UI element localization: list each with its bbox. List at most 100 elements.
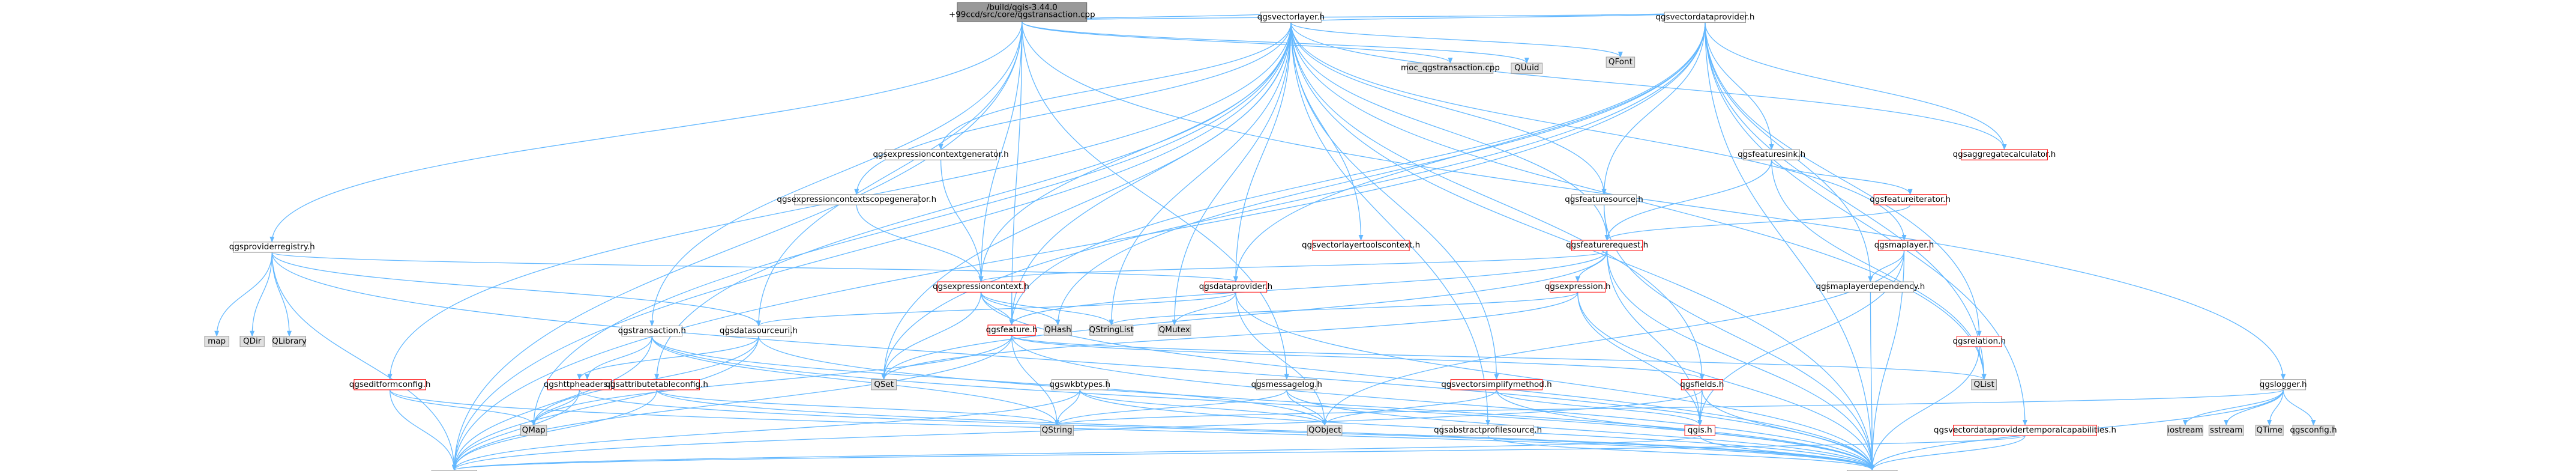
edge-qgsexpressioncontext-to-qset (881, 292, 982, 380)
node-label-qgsattributetableconfig: qgsattributetableconfig.h (605, 380, 708, 389)
node-box-qgsexpressioncontextgenerator (885, 149, 997, 160)
node-qgsfeature[interactable]: qgsfeature.h (986, 324, 1038, 336)
node-qgsmaplayer[interactable]: qgsmaplayer.h (1874, 240, 1934, 251)
node-box-map (204, 336, 229, 347)
dependency-nodes: /build/qgis-3.44.0+99ccd/src/core/qgstra… (204, 2, 2337, 471)
node-label-qgsfeaturesource: qgsfeaturesource.h (1565, 195, 1643, 204)
node-label-quuid: QUuid (1514, 63, 1539, 73)
node-box-qstring (1040, 425, 1074, 436)
edge-qgis-to-qgis_core (1699, 435, 1875, 471)
node-label-qfont: QFont (1608, 57, 1633, 67)
edge-qgsmaplayer-to-qgis (1697, 251, 1905, 426)
edge-qgsmessagelog-to-qstring (1055, 389, 1287, 426)
edge-qgstransaction-to-qstack (585, 336, 652, 380)
node-label-qgsmaplayer: qgsmaplayer.h (1874, 240, 1934, 250)
edge-qgslogger-to-qtime (2267, 389, 2284, 426)
node-label-qmap: QMap (522, 425, 546, 435)
node-qgsmessagelog[interactable]: qgsmessagelog.h (1251, 379, 1322, 390)
node-qgstransaction[interactable]: qgstransaction.h (618, 325, 686, 337)
node-label-root: +99ccd/src/core/qgstransaction.cpp (949, 10, 1095, 19)
node-qgsfeaturesink[interactable]: qgsfeaturesink.h (1738, 149, 1805, 160)
edge-qgsdatasourceuri-to-qgshttpheaders (577, 336, 759, 380)
node-box-qgsfeaturerequest (1571, 240, 1643, 251)
node-label-qgsmessagelog: qgsmessagelog.h (1251, 380, 1322, 389)
edge-root-to-qgsexpressioncontext (978, 21, 1023, 283)
node-moc: moc_qgstransaction.cpp (1401, 62, 1500, 74)
node-label-map: map (208, 336, 226, 346)
node-box-qlist (1971, 379, 1997, 390)
edge-qgstransaction-to-qstring (651, 336, 1060, 426)
edge-qgsexpressioncontext-to-qgis_core (980, 292, 1875, 471)
node-label-qmutex: QMutex (1159, 325, 1190, 335)
edge-qgsfeaturesource-to-qgis_core (1603, 204, 1875, 471)
node-qgsproviderregistry[interactable]: qgsproviderregistry.h (229, 242, 315, 253)
node-qfont: QFont (1605, 56, 1636, 68)
node-qgsrelation[interactable]: qgsrelation.h (1952, 336, 2006, 347)
node-label-qgsfeaturesink: qgsfeaturesink.h (1738, 150, 1805, 159)
node-qgseditformconfig[interactable]: qgseditformconfig.h (349, 379, 431, 390)
node-qgsvectorsimplifymethod[interactable]: qgsvectorsimplifymethod.h (1441, 379, 1552, 390)
node-label-qgsexpressioncontext: qgsexpressioncontext.h (933, 282, 1029, 291)
node-box-qgsmessagelog (1256, 379, 1317, 390)
node-qgsattributetableconfig[interactable]: qgsattributetableconfig.h (605, 379, 708, 390)
edge-qgsexpression-to-qgis (1577, 292, 1703, 426)
node-qgsvectorlayer[interactable]: qgsvectorlayer.h (1257, 11, 1325, 23)
node-qgsfeatureiterator[interactable]: qgsfeatureiterator.h (1870, 194, 1951, 205)
node-label-qlist: QList (1974, 380, 1994, 389)
edge-qgsvectorlayer-to-qgsexpressioncontext (978, 22, 1292, 283)
node-map: map (204, 336, 229, 347)
node-qgsvectordataprovider[interactable]: qgsvectordataprovider.h (1655, 11, 1754, 23)
node-qmutex: QMutex (1157, 324, 1191, 336)
edge-qgsfeaturesink-to-qlist (1771, 160, 1987, 380)
edge-root-to-moc (1022, 21, 1453, 64)
node-qgis[interactable]: qgis.h (1684, 425, 1715, 436)
edge-qgswkbtypes-to-qgis_sip (451, 389, 1080, 471)
edge-qgsexpressioncontextgenerator-to-qgsexpressioncontext (940, 160, 984, 283)
node-qgsabstractprofilesource[interactable]: qgsabstractprofilesource.h (1434, 425, 1542, 436)
edge-qgsmessagelog-to-qgis_core (1286, 389, 1875, 471)
node-box-qgsvectordataprovider (1664, 11, 1747, 23)
node-box-qgsfields (1681, 379, 1723, 390)
edge-qgsproviderregistry-to-qgis_sip (271, 252, 457, 471)
node-qgsexpressioncontextgenerator[interactable]: qgsexpressioncontextgenerator.h (873, 149, 1009, 160)
edge-qgsvectorsimplifymethod-to-qgis_core (1496, 389, 1875, 471)
node-qgsaggregatecalculator[interactable]: qgsaggregatecalculator.h (1953, 149, 2056, 160)
node-qgsmaplayerdependency[interactable]: qgsmaplayerdependency.h (1816, 281, 1925, 293)
node-qlibrary: QLibrary (272, 336, 307, 347)
node-box-qlibrary (272, 336, 306, 347)
node-label-qgsvectorlayertoolscontext: qgsvectorlayertoolscontext.h (1302, 240, 1420, 250)
node-qgsfeaturerequest[interactable]: qgsfeaturerequest.h (1566, 240, 1648, 251)
node-qgsdataprovider[interactable]: qgsdataprovider.h (1199, 281, 1272, 293)
node-label-qlibrary: QLibrary (272, 336, 307, 346)
node-label-qgis: qgis.h (1688, 425, 1712, 435)
edge-qgsvectorlayer-to-qgsmaplayer (1290, 22, 1907, 241)
node-qgswkbtypes[interactable]: qgswkbtypes.h (1049, 379, 1110, 390)
edge-qgsfeaturerequest-to-qset (881, 251, 1608, 380)
node-qgsexpressioncontextscopegenerator[interactable]: qgsexpressioncontextscopegenerator.h (777, 194, 936, 205)
edge-qgsvectorlayer-to-qgsfeaturerequest (1290, 22, 1610, 241)
node-label-qgswkbtypes: qgswkbtypes.h (1049, 380, 1110, 389)
node-qgsexpression[interactable]: qgsexpression.h (1545, 281, 1611, 293)
edge-qgseditformconfig-to-qgis_sip (389, 389, 457, 471)
edge-qgsmaplayer-to-qgsmaplayerdependency (1868, 251, 1905, 283)
edge-qgsattributetableconfig-to-qgis_core (656, 389, 1875, 471)
node-qgsexpressioncontext[interactable]: qgsexpressioncontext.h (933, 281, 1029, 293)
node-box-qgsvectorsimplifymethod (1450, 379, 1543, 390)
node-box-qmap (520, 425, 547, 436)
node-qgshttpheaders[interactable]: qgshttpheaders.h (544, 379, 615, 390)
node-qgsfields[interactable]: qgsfields.h (1680, 379, 1724, 390)
node-root[interactable]: /build/qgis-3.44.0+99ccd/src/core/qgstra… (949, 2, 1095, 22)
node-qgsvectordataprovidertemporalcapabilities[interactable]: qgsvectordataprovidertemporalcapabilitie… (1934, 425, 2116, 436)
node-label-qgseditformconfig: qgseditformconfig.h (349, 380, 431, 389)
node-qgsdatasourceuri[interactable]: qgsdatasourceuri.h (720, 325, 798, 337)
node-qgsvectorlayertoolscontext[interactable]: qgsvectorlayertoolscontext.h (1302, 240, 1420, 251)
node-label-qgslogger: qgslogger.h (2260, 380, 2307, 389)
node-box-qmutex (1157, 324, 1191, 336)
node-label-qset: QSet (874, 380, 894, 389)
edge-qgsvectorlayer-to-qgsaggregatecalculator (1290, 22, 2007, 150)
node-qgslogger[interactable]: qgslogger.h (2260, 379, 2307, 390)
edge-qgshttpheaders-to-qgis_sip (451, 389, 580, 471)
node-qgsfeaturesource[interactable]: qgsfeaturesource.h (1565, 194, 1643, 205)
edge-qgsvectordataprovider-to-qhash (1055, 22, 1706, 326)
